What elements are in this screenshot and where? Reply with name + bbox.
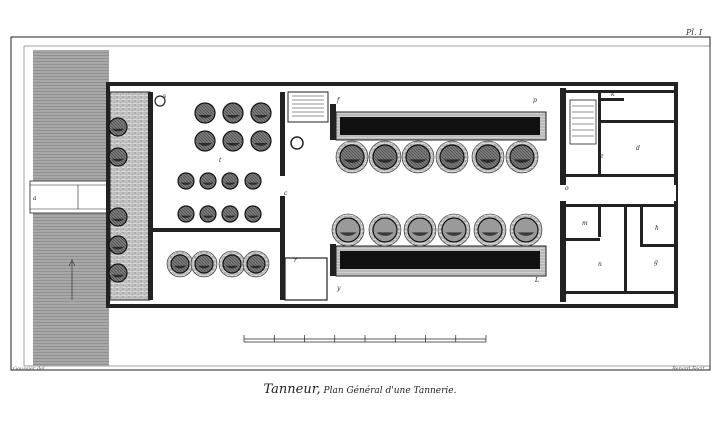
staircase bbox=[287, 91, 329, 123]
vat bbox=[221, 172, 239, 190]
caption-subtitle: Plan Général d'une Tannerie. bbox=[320, 386, 457, 396]
vat bbox=[244, 172, 262, 190]
vat bbox=[250, 130, 272, 152]
quay-vat bbox=[108, 147, 128, 167]
vats-group-upper-left bbox=[194, 102, 272, 152]
vat bbox=[242, 250, 270, 278]
vat bbox=[177, 205, 195, 223]
quay-vat bbox=[108, 263, 128, 283]
label-s: s bbox=[163, 93, 166, 100]
label-g: g bbox=[654, 259, 658, 266]
vat bbox=[177, 172, 195, 190]
well bbox=[290, 136, 304, 150]
vat bbox=[218, 250, 246, 278]
pit bbox=[435, 140, 469, 174]
label-L: L bbox=[534, 277, 539, 284]
pit bbox=[471, 140, 505, 174]
label-o: o bbox=[565, 185, 569, 192]
scale-bar bbox=[243, 335, 487, 343]
pit bbox=[473, 213, 507, 247]
label-f: f bbox=[336, 97, 341, 104]
pit bbox=[368, 213, 402, 247]
quay-vat bbox=[108, 235, 128, 255]
label-d: d bbox=[636, 145, 640, 152]
label-t: t bbox=[219, 157, 222, 164]
pit bbox=[401, 140, 435, 174]
pit bbox=[505, 140, 539, 174]
label-h: h bbox=[655, 225, 659, 232]
pit bbox=[437, 213, 471, 247]
pit bbox=[509, 213, 543, 247]
label-p: p bbox=[533, 97, 537, 104]
engraver-signature: Benard Fecit bbox=[672, 366, 705, 372]
vat bbox=[194, 102, 216, 124]
label-r: r bbox=[294, 257, 298, 264]
label-e: e bbox=[600, 153, 604, 160]
quay-vat bbox=[108, 207, 128, 227]
side-staircase bbox=[569, 99, 597, 145]
caption-title: Tanneur, bbox=[263, 382, 321, 397]
vat bbox=[190, 250, 218, 278]
pit bbox=[335, 140, 369, 174]
quay-vat bbox=[108, 117, 128, 137]
vat bbox=[166, 250, 194, 278]
label-b: b bbox=[149, 193, 153, 200]
label-y: y bbox=[336, 285, 341, 292]
vat bbox=[199, 172, 217, 190]
pit bbox=[331, 213, 365, 247]
vat bbox=[222, 102, 244, 124]
vat bbox=[244, 205, 262, 223]
pits-row-upper bbox=[335, 140, 539, 174]
inner-frame bbox=[23, 45, 711, 367]
vat bbox=[222, 130, 244, 152]
vats-group-middle-left bbox=[177, 172, 262, 223]
label-c: c bbox=[284, 190, 288, 197]
corner-well bbox=[154, 95, 166, 107]
pit bbox=[403, 213, 437, 247]
pits-row-lower bbox=[331, 213, 543, 247]
plate-number: Pl. I bbox=[686, 28, 703, 37]
plate-caption: Tanneur, Plan Général d'une Tannerie. bbox=[0, 378, 720, 397]
label-k: k bbox=[611, 91, 615, 98]
vat bbox=[194, 130, 216, 152]
vats-group-lower-left bbox=[166, 250, 270, 278]
vat bbox=[221, 205, 239, 223]
label-n: n bbox=[598, 261, 602, 268]
label-a: a bbox=[33, 195, 37, 202]
vat bbox=[250, 102, 272, 124]
pit bbox=[368, 140, 402, 174]
draughtsman-signature: Goussier del. bbox=[13, 366, 47, 372]
vat bbox=[199, 205, 217, 223]
label-m: m bbox=[582, 220, 588, 227]
bridge bbox=[29, 180, 111, 214]
quay-vats bbox=[108, 117, 128, 283]
label-l: l bbox=[151, 283, 153, 290]
